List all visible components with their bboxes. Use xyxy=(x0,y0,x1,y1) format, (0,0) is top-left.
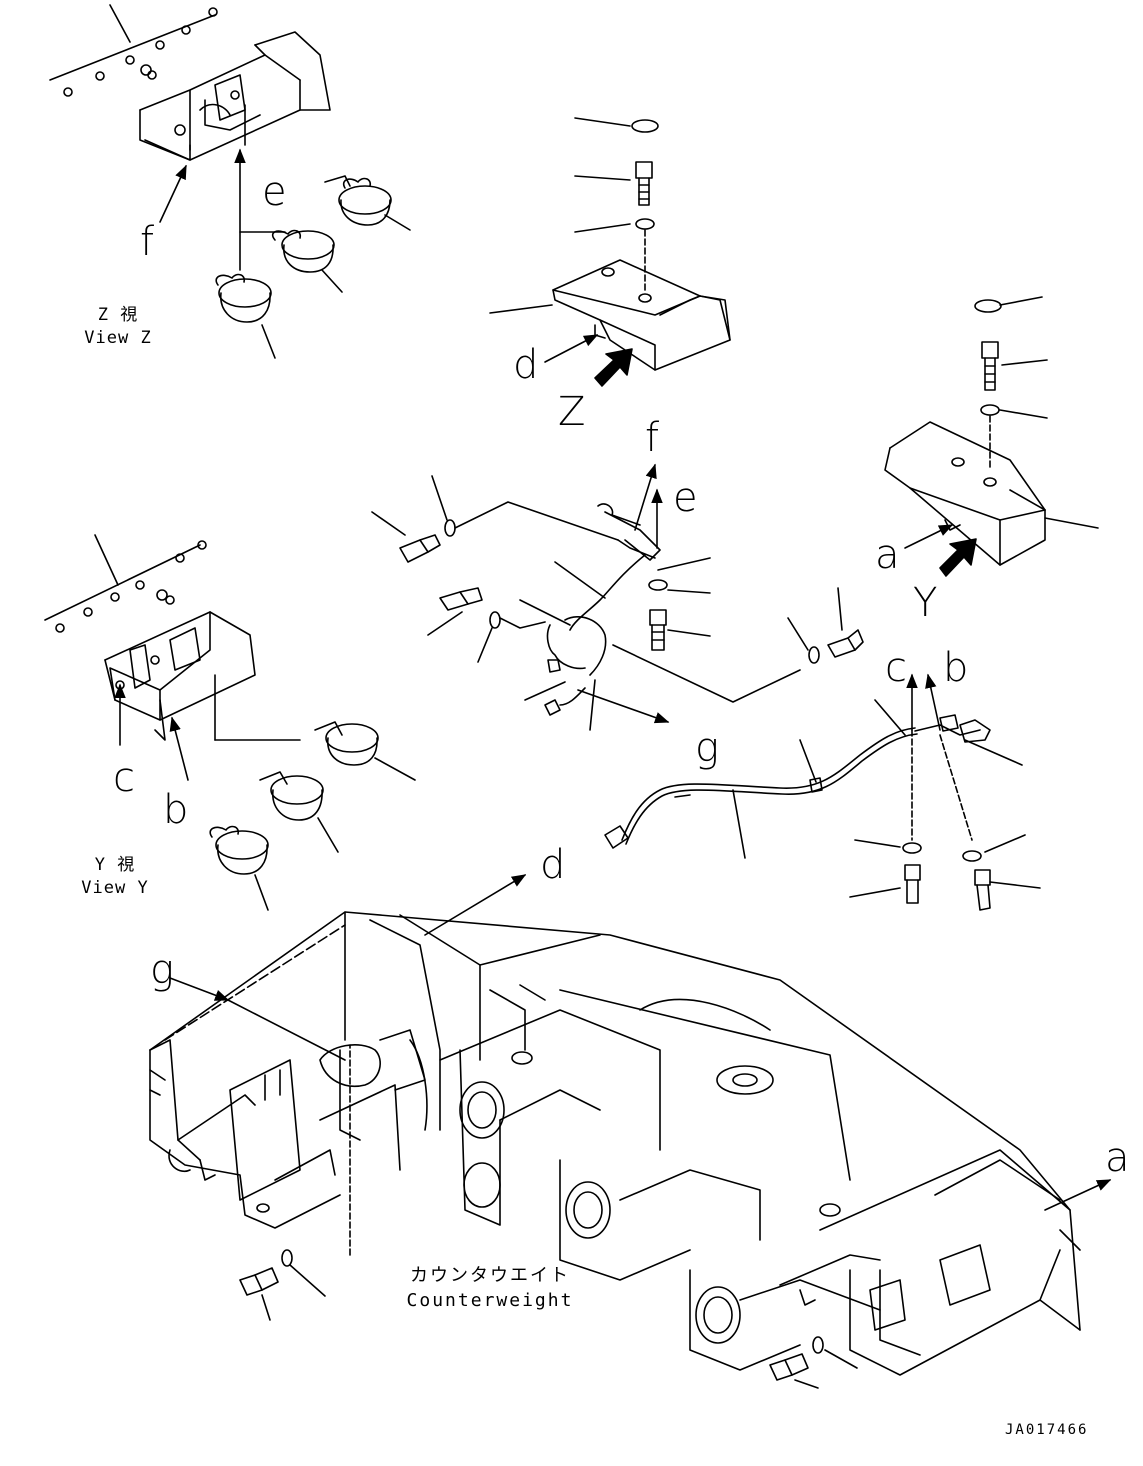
arrow-d-lower xyxy=(425,875,527,935)
arrow-a-right xyxy=(905,525,954,548)
callout-g-lower: g xyxy=(150,947,175,993)
callout-y-right: Y xyxy=(913,580,938,626)
view-y-caption-en: View Y xyxy=(81,878,149,898)
callout-f-mid: f xyxy=(645,415,660,461)
right-harness xyxy=(605,700,1040,910)
callout-d-lower: d xyxy=(540,842,566,888)
callout-c-left: c xyxy=(113,755,135,801)
grommet-icon xyxy=(315,722,415,780)
arrow-b-left xyxy=(169,716,188,780)
cover-y-assembly xyxy=(885,297,1098,565)
arrow-f-mid xyxy=(635,463,657,530)
grommet-icon xyxy=(273,231,342,292)
drawing-code: JA017466 xyxy=(1005,1422,1089,1438)
callout-a-lower: a xyxy=(1105,1135,1130,1181)
grommet-icon xyxy=(260,772,338,852)
view-z-detail xyxy=(50,5,330,160)
callout-e-mid: e xyxy=(673,475,698,521)
view-arrow-y xyxy=(940,539,976,576)
arrow-d-mid xyxy=(545,335,599,362)
callout-c-right: c xyxy=(885,645,907,691)
grommet-icon xyxy=(216,275,275,358)
counterweight-assembly xyxy=(150,912,1080,1375)
arrow-f-top xyxy=(160,164,186,222)
callout-d-mid: d xyxy=(513,342,539,388)
bolt-icon xyxy=(240,1045,350,1320)
leader-e-top xyxy=(240,105,245,270)
view-z-caption-jp: Z 視 xyxy=(97,305,139,325)
callout-e-top: e xyxy=(262,169,287,215)
callout-b-right: b xyxy=(943,645,969,691)
callout-g-mid: g xyxy=(695,725,720,771)
callout-b-left: b xyxy=(163,787,189,833)
callout-f-top: f xyxy=(140,219,155,265)
view-y-detail xyxy=(45,535,300,740)
bolt-icon xyxy=(770,1337,857,1388)
harness-assembly xyxy=(372,476,863,730)
callout-a-right: a xyxy=(875,532,900,578)
view-y-caption-jp: Y 視 xyxy=(94,855,136,875)
grommet-icon xyxy=(210,827,268,910)
arrow-g-lower xyxy=(170,978,230,1000)
arrow-b-right xyxy=(925,673,940,730)
counterweight-caption-jp: カウンタウエイト xyxy=(410,1265,570,1286)
grommet-icon xyxy=(325,176,410,230)
cover-z-assembly xyxy=(490,118,730,370)
view-arrow-z xyxy=(595,349,632,386)
callout-z-mid: Z xyxy=(558,389,586,435)
counterweight-caption-en: Counterweight xyxy=(406,1290,574,1311)
arrow-a-lower xyxy=(1045,1180,1112,1210)
view-z-caption-en: View Z xyxy=(84,328,152,348)
